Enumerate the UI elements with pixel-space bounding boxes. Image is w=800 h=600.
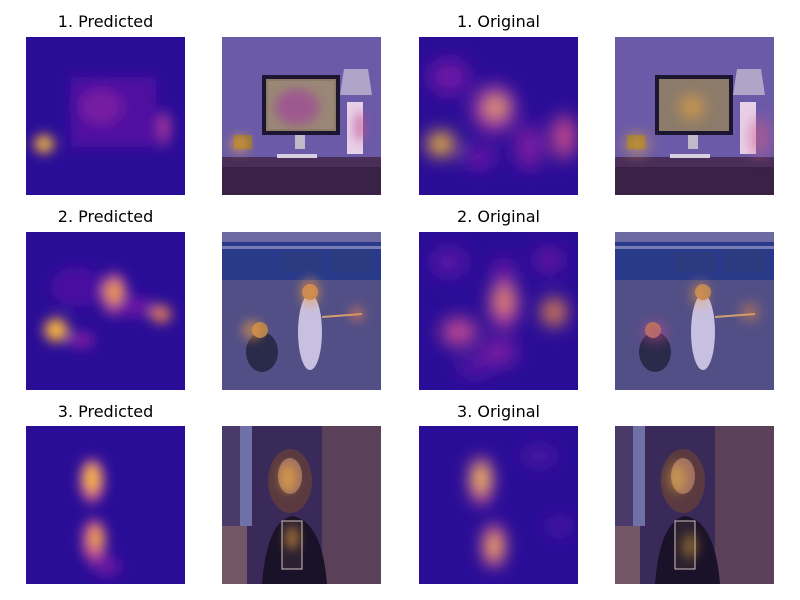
row3-predicted-heatmap	[26, 426, 185, 584]
row1-original-overlay-image	[615, 37, 774, 195]
row2-predicted-heatmap	[26, 232, 185, 390]
row2-original-overlay-image	[615, 232, 774, 390]
row3-original-heatmap	[419, 426, 578, 584]
row3-original-title: 3. Original	[457, 402, 540, 421]
row1-original-title: 1. Original	[457, 12, 540, 31]
row2-predicted-overlay-image	[222, 232, 381, 390]
row3-predicted-title: 3. Predicted	[57, 402, 154, 421]
row2-predicted-title: 2. Predicted	[57, 207, 154, 226]
row2-original-heatmap	[419, 232, 578, 390]
row2-original-title: 2. Original	[457, 207, 540, 226]
row1-original-heatmap	[419, 37, 578, 195]
row3-predicted-overlay-image	[222, 426, 381, 584]
row1-predicted-title: 1. Predicted	[57, 12, 154, 31]
row1-predicted-heatmap	[26, 37, 185, 195]
row1-predicted-overlay-image	[222, 37, 381, 195]
row3-original-overlay-image	[615, 426, 774, 584]
